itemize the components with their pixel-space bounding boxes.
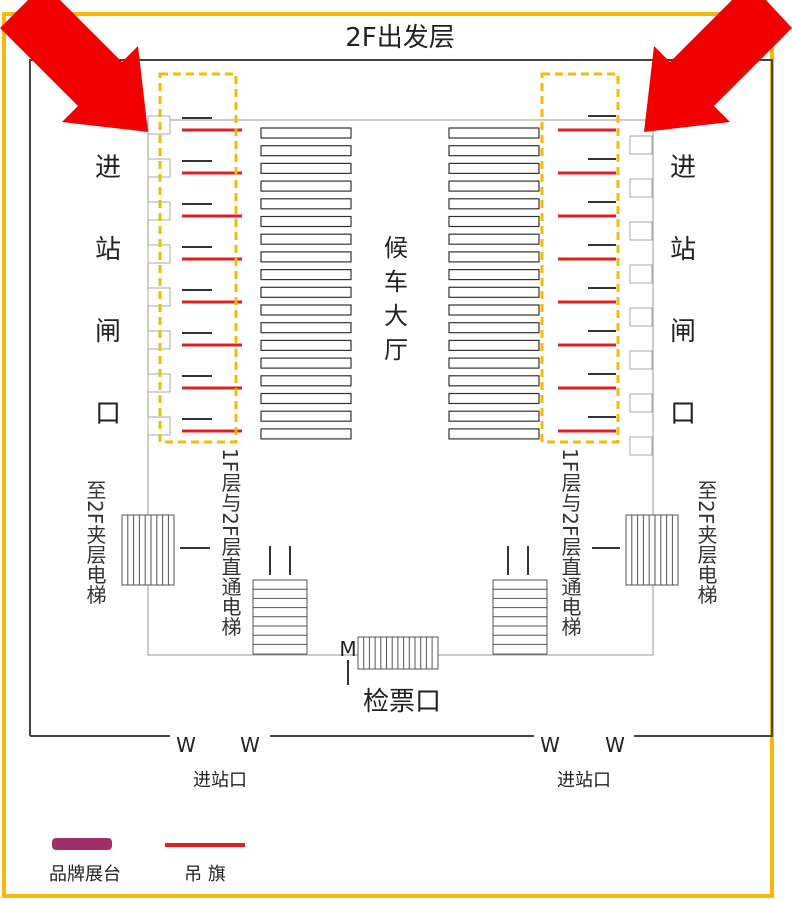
bench-left [260,198,352,210]
arrow-right [644,0,792,132]
svg-text:W: W [176,733,196,757]
bench-left [260,410,352,422]
right-gate-label: 进 站 闸 口 [670,153,696,429]
right-mezzanine-label: 至2F夹层电梯 [694,480,718,604]
gate-square-right [629,264,653,284]
entrance-label-right: 进站口 [557,770,611,791]
gate-square-right [629,221,653,241]
left-gate-label: 进 站 闸 口 [95,153,121,429]
gate-square-right [629,307,653,327]
left-mezzanine-label: 至2F夹层电梯 [83,480,107,604]
bench-left [260,269,352,281]
waiting-hall-label: 候 车 大 厅 [384,234,408,364]
gate-square-right [629,393,653,413]
page-title: 2F出发层 [345,23,455,53]
bench-right [448,392,540,405]
bench-left [260,180,352,192]
entrance-doors-left: W W [170,732,270,757]
bench-right [448,215,540,228]
bench-right [448,428,540,440]
bench-left [260,251,352,263]
left-elevator-label: 1F层与2F层直通电梯 [218,448,242,636]
bench-right [448,251,540,263]
svg-text:进: 进 [95,153,121,183]
svg-text:站: 站 [95,235,121,265]
gate-square-right [629,350,653,370]
bench-right [448,180,540,192]
svg-text:口: 口 [670,399,696,429]
bench-left [260,428,352,440]
bench-left [260,357,352,369]
bench-left [260,127,352,139]
gate-square-right [629,436,653,456]
bench-left [260,392,352,405]
bench-right [448,198,540,210]
building-wall [29,59,773,737]
svg-text:W: W [605,733,625,757]
right-direct-elevator [492,546,548,655]
svg-text:站: 站 [670,235,696,265]
bench-right [448,357,540,369]
entrance-label-left: 进站口 [193,770,247,791]
svg-text:厅: 厅 [384,336,408,364]
bench-right [448,304,540,316]
bench-right [448,410,540,422]
bench-right [448,286,540,298]
right-mezzanine-elevator [592,514,679,586]
bench-left [260,339,352,351]
entrance-doors-right: W W [534,732,634,757]
bench-left [260,215,352,228]
gates-left [147,115,242,436]
bench-right [448,322,540,334]
gates-right [558,115,653,456]
svg-text:候: 候 [384,234,408,262]
svg-text:口: 口 [95,399,121,429]
bench-right [448,233,540,245]
arrow-left [0,0,148,132]
legend-brand-booth-swatch [52,838,112,850]
svg-text:M: M [339,637,356,661]
ticket-check-label: 检票口 [363,687,441,717]
bench-left [260,145,352,157]
svg-text:大: 大 [384,302,408,330]
gate-square-right [629,178,653,198]
left-mezzanine-elevator [121,514,210,586]
bench-right [448,339,540,351]
bench-right [448,127,540,139]
highlight-box-right [540,72,620,444]
right-elevator-label: 1F层与2F层直通电梯 [558,448,582,636]
svg-text:闸: 闸 [670,317,696,347]
bench-left [260,233,352,245]
ticket-check-gates: M [339,636,439,685]
bench-left [260,286,352,298]
outer-frame [2,12,774,898]
legend-brand-booth-label: 品牌展台 [49,864,121,885]
bench-left [260,304,352,316]
benches-left [260,127,352,440]
svg-text:闸: 闸 [95,317,121,347]
gate-square-right [629,135,653,155]
bench-left [260,375,352,387]
bench-right [448,145,540,157]
svg-text:W: W [240,733,260,757]
svg-text:W: W [540,733,560,757]
bench-left [260,322,352,334]
svg-text:进: 进 [670,153,696,183]
legend-banner-label: 吊 旗 [184,864,226,885]
bench-right [448,269,540,281]
highlight-box-left [158,72,238,444]
bench-right [448,375,540,387]
left-direct-elevator [252,546,308,655]
benches-right [448,127,540,440]
svg-text:车: 车 [384,268,408,296]
bench-left [260,162,352,174]
bench-right [448,162,540,174]
legend: 品牌展台 吊 旗 [49,838,245,885]
